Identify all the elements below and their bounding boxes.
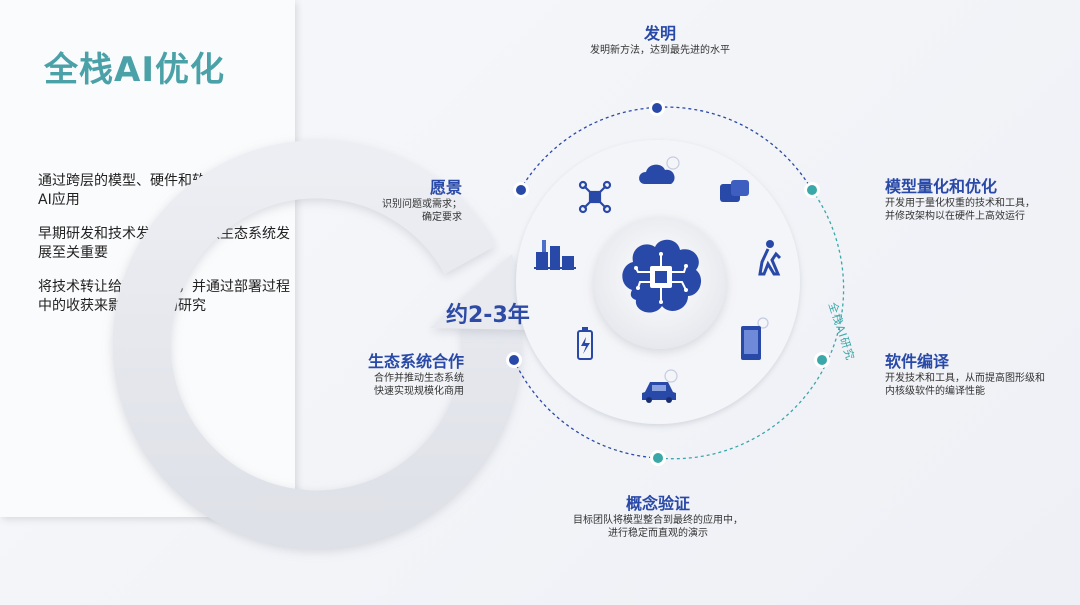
stage-invent-title: 发明 — [643, 24, 676, 43]
stage-quantize: 模型量化和优化 开发用于量化权重的技术和工具， 并修改架构以在硬件上高效运行 — [885, 177, 1075, 223]
dashed-track-right — [657, 189, 845, 460]
battery-icon — [577, 327, 593, 360]
stage-vision-desc-1: 识别问题或需求； — [382, 199, 462, 210]
chat-bubble-icon — [720, 180, 749, 202]
stage-invent-desc: 发明新方法，达到最先进的水平 — [590, 45, 730, 56]
stage-ecosystem-desc-2: 快速实现规模化商用 — [374, 386, 464, 397]
stage-poc-desc-2: 进行稳定而直观的演示 — [608, 528, 708, 539]
dashed-track-top — [519, 106, 813, 191]
stage-ecosystem: 生态系统合作 合作并推动生态系统 快速实现规模化商用 — [330, 352, 464, 398]
stage-compile-desc-2: 内核级软件的编译性能 — [885, 386, 985, 397]
drone-icon — [578, 180, 612, 214]
ring-arrowhead — [430, 254, 530, 330]
stage-ecosystem-title: 生态系统合作 — [367, 352, 464, 371]
stage-quantize-desc-2: 并修改架构以在硬件上高效运行 — [885, 211, 1025, 222]
stage-dot-compile — [814, 352, 830, 368]
stage-compile-desc-1: 开发技术和工具，从而提高图形级和 — [885, 373, 1045, 384]
stage-quantize-desc-1: 开发用于量化权重的技术和工具， — [885, 198, 1035, 209]
walking-person-icon — [758, 240, 782, 276]
stage-vision-title: 愿景 — [429, 178, 462, 197]
stage-quantize-title: 模型量化和优化 — [885, 177, 998, 196]
stage-invent: 发明 发明新方法，达到最先进的水平 — [560, 24, 760, 57]
stage-poc-title: 概念验证 — [625, 494, 690, 513]
outer-ring — [112, 140, 530, 549]
stage-poc: 概念验证 目标团队将模型整合到最终的应用中， 进行稳定而直观的演示 — [548, 494, 768, 540]
stage-compile-title: 软件编译 — [885, 352, 950, 371]
stage-dot-vision — [513, 182, 529, 198]
stage-vision-desc-2: 确定要求 — [422, 212, 462, 223]
car-icon — [642, 369, 678, 403]
stage-dot-ecosystem — [506, 352, 522, 368]
stage-ecosystem-desc-1: 合作并推动生态系统 — [374, 373, 464, 384]
stage-dot-quantize — [804, 182, 820, 198]
cloud-icon — [639, 156, 680, 184]
stage-dot-poc — [650, 450, 666, 466]
brain-chip-icon — [622, 239, 702, 313]
stage-dot-invent — [649, 100, 665, 116]
dashed-track-bottom — [513, 359, 659, 459]
stage-compile: 软件编译 开发技术和工具，从而提高图形级和 内核级软件的编译性能 — [885, 352, 1075, 398]
page-title: 全栈AI优化 — [44, 50, 225, 90]
city-icon — [534, 240, 576, 270]
stage-vision: 愿景 识别问题或需求； 确定要求 — [350, 178, 462, 224]
smartphone-icon — [741, 317, 769, 360]
stage-poc-desc-1: 目标团队将模型整合到最终的应用中， — [573, 515, 743, 526]
cycle-duration-label: 约2-3年 — [446, 303, 530, 328]
